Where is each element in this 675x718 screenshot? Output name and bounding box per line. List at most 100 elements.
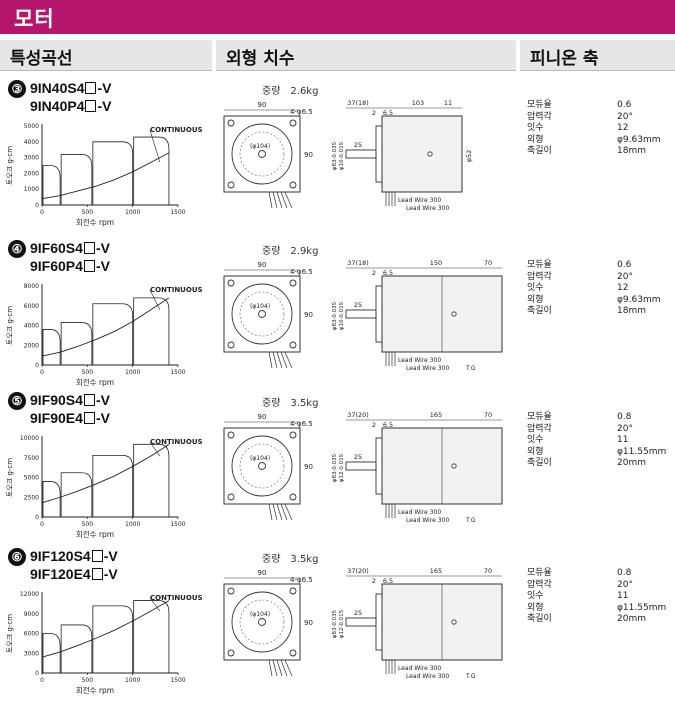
y-tick-label: 5000: [24, 475, 39, 482]
box-placeholder-icon: [83, 242, 95, 254]
lead-wire-label: Lead Wire 300: [406, 673, 449, 680]
x-tick-label: 0: [40, 209, 44, 216]
dim-body-length-label: 150: [430, 259, 442, 267]
y-tick-label: 10000: [20, 435, 39, 442]
spec-label: 외형: [527, 602, 544, 613]
limit-curve: [133, 136, 170, 205]
lead-wire: [268, 659, 273, 677]
box-placeholder-icon: [83, 394, 95, 406]
x-tick-label: 1000: [125, 677, 140, 684]
lead-wire: [276, 351, 283, 369]
mounting-hole: [289, 181, 297, 189]
lead-wire: [272, 351, 278, 369]
y-tick-label: 2500: [24, 494, 39, 501]
dim-body-length-label: 165: [430, 567, 442, 575]
dim-25-label: 25: [354, 301, 362, 309]
dim-body-length-label: 103: [412, 99, 424, 107]
limit-curve: [42, 329, 61, 365]
y-tick-label: 0: [35, 202, 39, 209]
continuous-leader: [149, 597, 161, 612]
y-tick-label: 4000: [24, 139, 39, 146]
flange-width-label: 90: [258, 413, 267, 421]
lead-wire: [268, 503, 273, 521]
dim-end-label: 11: [444, 99, 452, 107]
spec-value: φ9.63mm: [617, 134, 661, 145]
flange-front-view: [223, 583, 301, 661]
spec-label: 잇수: [527, 435, 544, 445]
shaft-hole: [258, 310, 266, 318]
shaft-dim-outer: φ83-0.035: [332, 453, 338, 482]
dim-end-label: 70: [484, 567, 492, 575]
dim-offset-label: 37(18): [347, 259, 369, 267]
continuous-label: CONTINUOUS: [150, 286, 203, 294]
x-tick-label: 500: [82, 369, 94, 376]
dim-6-5-label: 6.5: [383, 269, 393, 277]
y-tick-label: 8000: [24, 283, 39, 290]
model-name: 9IN40P4: [30, 98, 85, 114]
y-tick-label: 3000: [24, 650, 39, 657]
spec-label: 축길이: [527, 458, 552, 468]
x-tick-label: 0: [40, 521, 44, 528]
limit-curve: [60, 154, 93, 205]
shaft-dim-outer: φ83-0.035: [332, 609, 338, 638]
model-name: 9IF120E4: [30, 566, 91, 582]
spec-label: 축길이: [527, 614, 552, 624]
x-axis-label: 회전수 rpm: [76, 529, 114, 539]
spec-row: 외형 φ11.55mm: [527, 603, 672, 615]
y-axis-label: 토오크 g-cm: [6, 146, 14, 185]
x-axis-label: 회전수 rpm: [76, 377, 114, 387]
spec-label: 잇수: [527, 123, 544, 133]
flange-width-label: 90: [258, 569, 267, 577]
flange-front-view: [223, 427, 301, 505]
flange-width-label: 90: [258, 101, 267, 109]
lead-wire: [284, 351, 293, 369]
flange-side: [375, 285, 383, 343]
spec-value: 11: [617, 591, 629, 601]
spec-label: 축길이: [527, 306, 552, 316]
mounting-hole: [289, 587, 297, 595]
column-header-pinion: 피니온 축: [520, 40, 675, 71]
lead-wire-label: Lead Wire 300: [406, 205, 449, 212]
flange-width-label: 90: [258, 261, 267, 269]
lead-wire: [280, 191, 288, 209]
flange-side: [375, 125, 383, 183]
model-name: 9IF120S4: [30, 548, 91, 564]
lead-wire: [280, 503, 288, 521]
model-suffix: -V: [95, 410, 110, 426]
face-diameter-label: (φ104): [250, 611, 270, 618]
body-diameter-label: φ52: [465, 150, 473, 163]
lead-wire-label: Lead Wire 300: [406, 365, 449, 372]
spec-value: 11: [617, 435, 629, 445]
x-axis-label: 회전수 rpm: [76, 217, 114, 227]
model-heading-secondary: 9IN40P4-V: [30, 98, 111, 114]
y-tick-label: 1000: [24, 186, 39, 193]
limit-curve: [92, 605, 134, 673]
mounting-hole: [227, 431, 235, 439]
shaft-dim-outer: φ83-0.035: [332, 301, 338, 330]
spec-label: 잇수: [527, 283, 544, 293]
face-diameter-label: (φ104): [250, 143, 270, 150]
spec-row: 잇수 12: [527, 283, 672, 295]
spec-row: 잇수 11: [527, 435, 672, 447]
spec-value: φ11.55mm: [617, 602, 667, 613]
y-axis-label: 토오크 g-cm: [6, 614, 14, 653]
lead-wire: [272, 659, 278, 677]
pitch-circle: [239, 291, 285, 337]
center-mark: [427, 151, 433, 157]
model-suffix: -V: [103, 548, 118, 564]
flange-height-label: 90: [304, 311, 313, 319]
spec-value: 12: [617, 283, 629, 293]
limit-curve: [60, 472, 93, 517]
